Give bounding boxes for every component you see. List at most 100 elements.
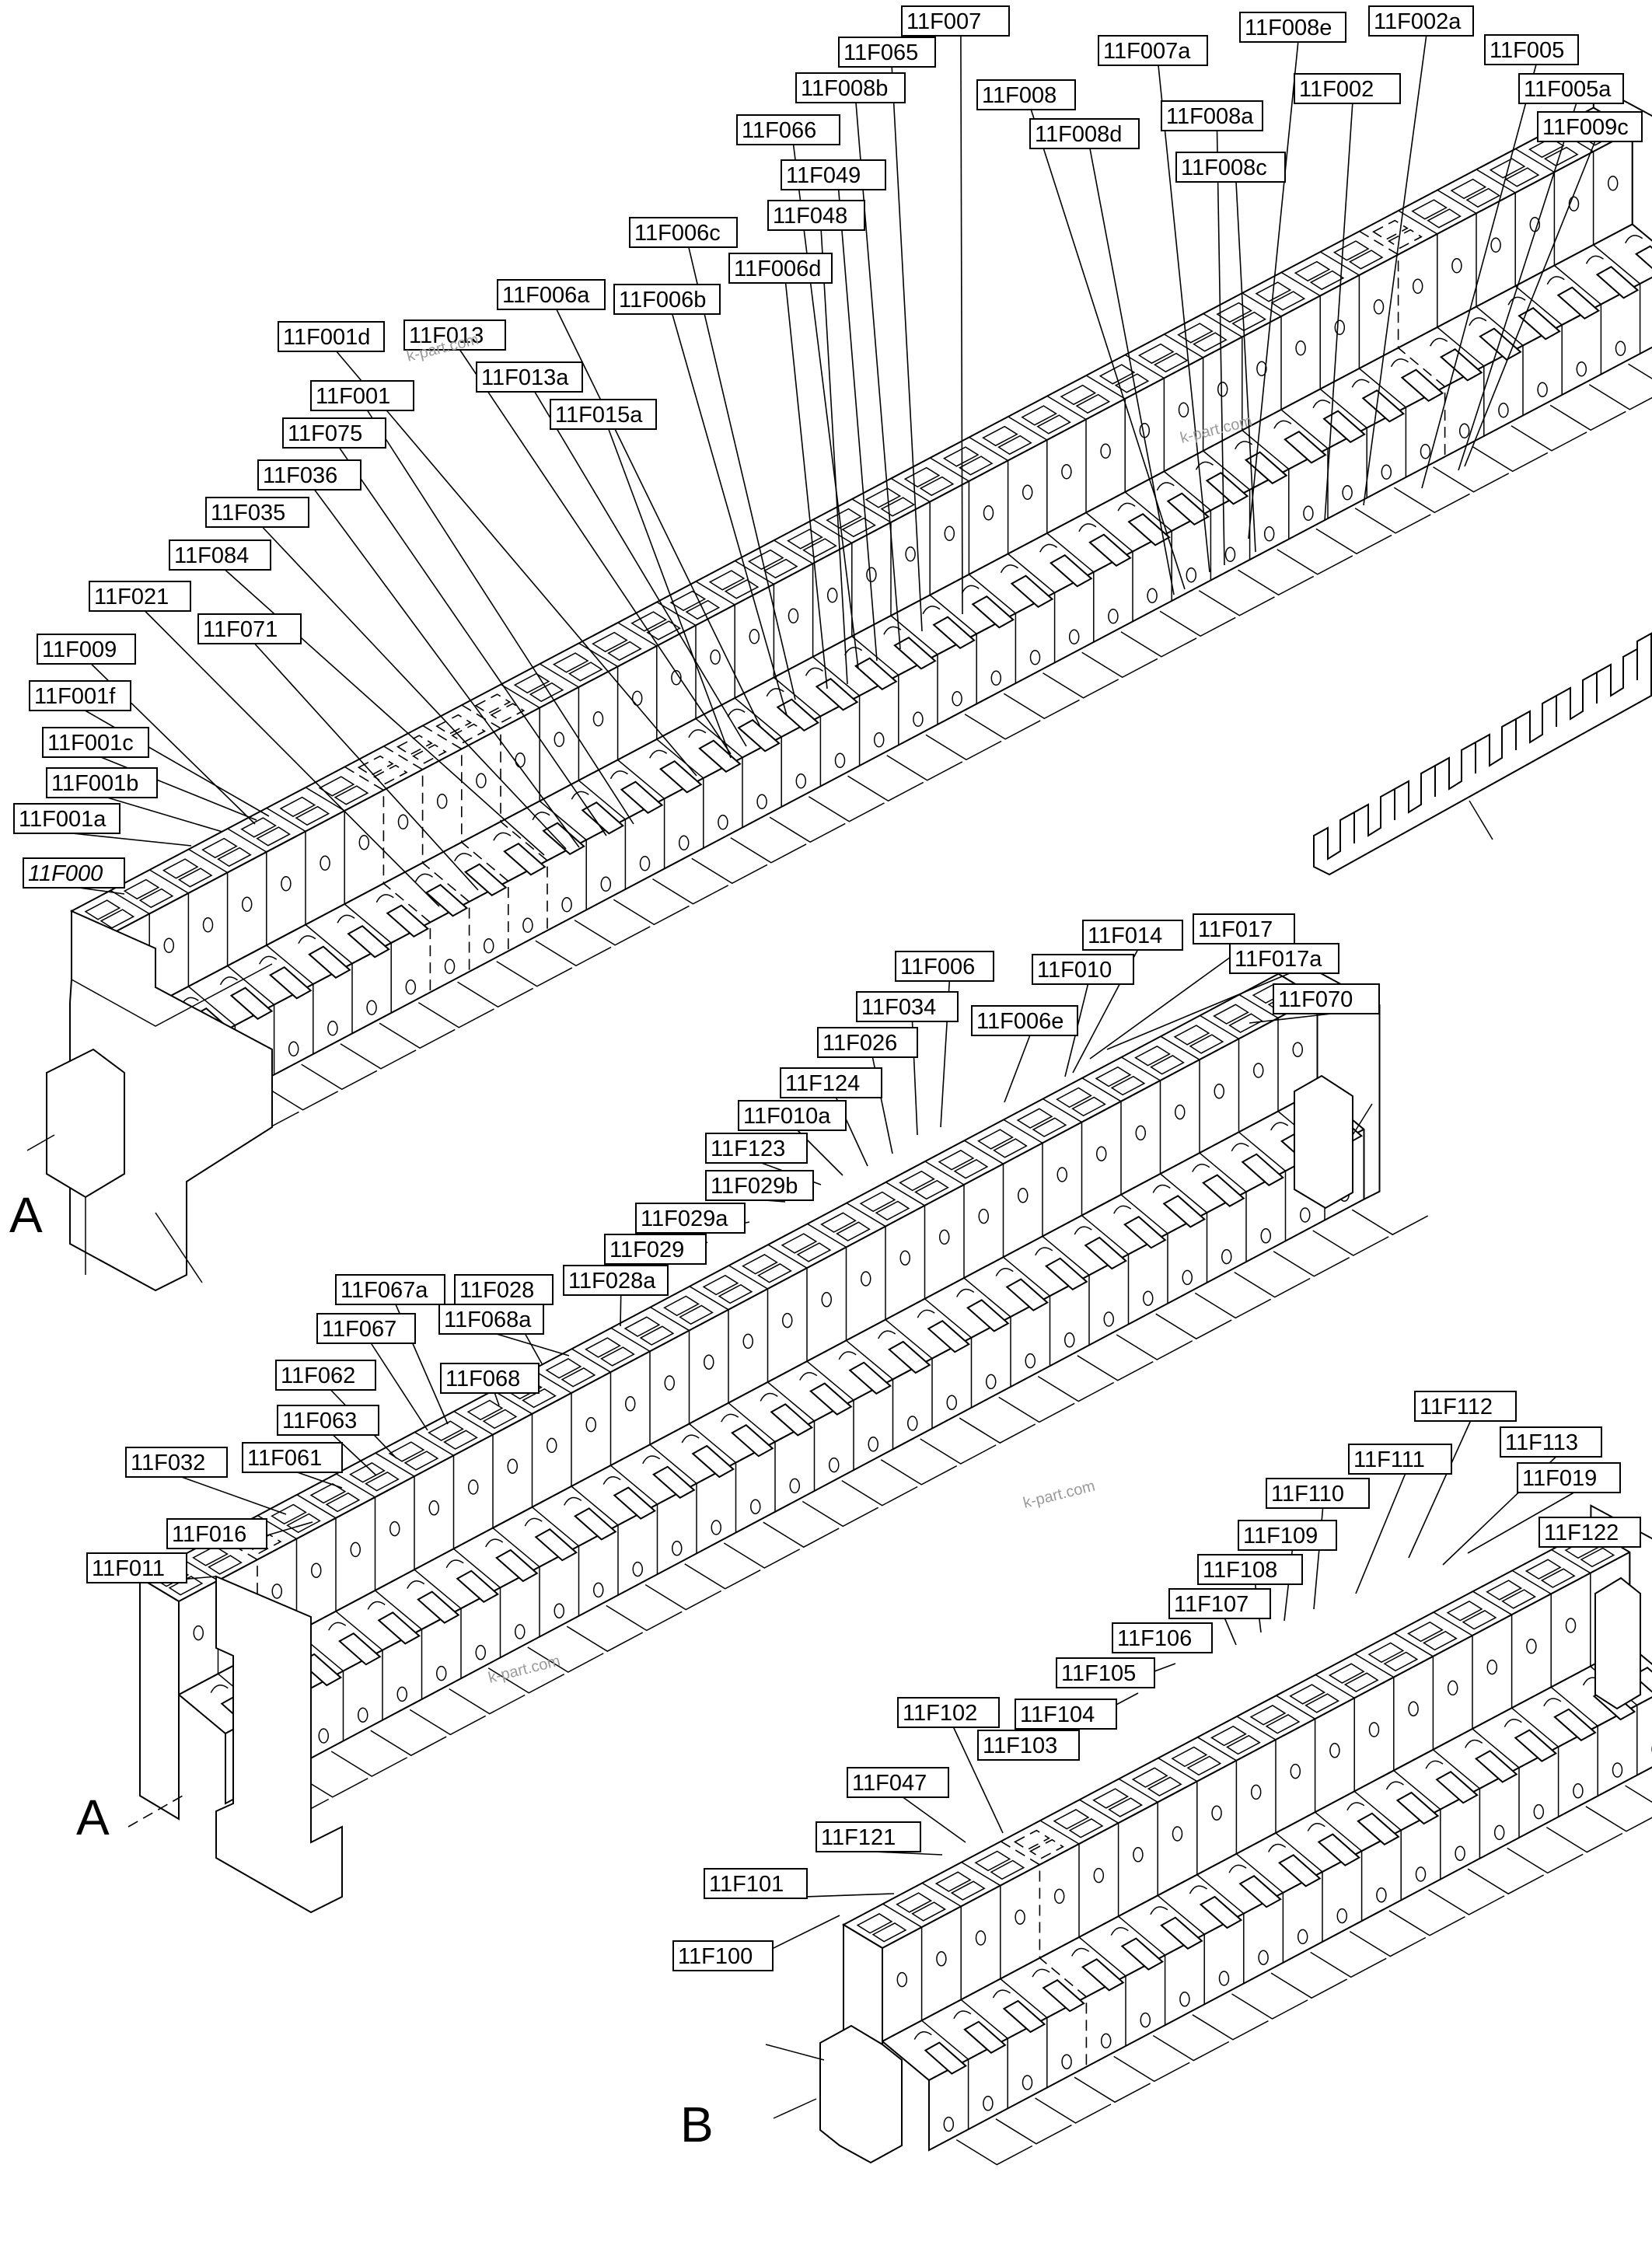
callout-label: 11F008b [801, 76, 888, 101]
leader-11f111 [1355, 1473, 1406, 1594]
callout-11f008b: 11F008b [795, 72, 906, 103]
callout-label: 11F001c [47, 731, 134, 756]
callout-11f021: 11F021 [89, 581, 191, 612]
callout-11f007: 11F007 [901, 5, 1010, 37]
leader-11f001a [72, 833, 192, 847]
callout-label: 11F067a [341, 1278, 428, 1303]
callout-11f049: 11F049 [781, 159, 886, 190]
callout-label: 11F063 [282, 1409, 357, 1433]
callout-11f112: 11F112 [1414, 1391, 1517, 1422]
callout-11f013: 11F013 [403, 319, 506, 351]
end-connectors [765, 1074, 1641, 2164]
callout-11f102: 11F102 [897, 1697, 1000, 1728]
callout-11f103: 11F103 [977, 1730, 1080, 1761]
busbar-shape [1313, 632, 1652, 876]
callout-label: 11F102 [903, 1701, 977, 1726]
callout-label: 11F104 [1020, 1702, 1095, 1727]
callout-label: 11F062 [281, 1363, 355, 1388]
callout-11f071: 11F071 [197, 613, 302, 644]
callout-label: 11F006b [619, 288, 706, 312]
callout-label: 11F028 [459, 1278, 534, 1303]
callout-label: 11F122 [1544, 1521, 1619, 1545]
callout-label: 11F110 [1271, 1482, 1344, 1507]
callout-11f101: 11F101 [704, 1868, 808, 1899]
callout-label: 11F061 [247, 1446, 322, 1471]
callout-11f124: 11F124 [780, 1067, 882, 1098]
fuse-strips [26, 82, 1652, 2166]
leader-11f047 [903, 1796, 966, 1843]
callout-label: 11F108 [1203, 1558, 1277, 1583]
leader-11f008d [1089, 148, 1175, 595]
callout-11f067: 11F067 [316, 1313, 416, 1344]
callout-label: 11F107 [1174, 1592, 1249, 1617]
callout-11f000: 11F000 [23, 857, 125, 889]
leader-11f008e [1248, 41, 1299, 539]
callout-11f106: 11F106 [1112, 1622, 1213, 1653]
busbar-comb [1313, 632, 1652, 876]
callout-11f065: 11F065 [838, 37, 936, 68]
callout-label: 11F048 [773, 204, 847, 229]
section-letter-b: B [680, 2097, 714, 2153]
callout-label: 11F029a [641, 1206, 728, 1231]
callout-label: 11F013a [481, 365, 569, 390]
callout-label: 11F000 [28, 861, 103, 886]
leader-11f008c [1235, 181, 1256, 553]
leader-11f006c [688, 246, 796, 700]
callout-11f006a: 11F006a [497, 279, 606, 310]
callout-label: 11F034 [861, 995, 936, 1020]
callout-label: 11F005 [1490, 38, 1564, 63]
callout-11f009c: 11F009c [1537, 111, 1643, 142]
callout-11f008: 11F008 [976, 79, 1076, 110]
callout-label: 11F002 [1299, 77, 1374, 102]
leader-11f007 [960, 35, 963, 615]
callout-11f002a: 11F002a [1368, 5, 1474, 37]
callout-label: 11F019 [1522, 1466, 1597, 1491]
callout-label: 11F067 [322, 1317, 396, 1342]
callout-label: 11F101 [709, 1872, 784, 1897]
leader-11f001 [366, 410, 634, 825]
callout-label: 11F006 [900, 955, 975, 979]
callout-11f068: 11F068 [440, 1363, 540, 1394]
section-letter-a-middle: A [76, 1789, 110, 1845]
callout-label: 11F029 [609, 1238, 684, 1262]
callout-label: 11F029b [711, 1174, 798, 1199]
callout-11f008a: 11F008a [1161, 100, 1263, 131]
callout-11f010: 11F010 [1032, 954, 1134, 985]
callout-label: 11F068 [445, 1367, 520, 1391]
leader-11f013 [459, 349, 732, 755]
leader-11f019 [1467, 1492, 1574, 1554]
leader-11f008b [855, 102, 901, 650]
callout-label: 11F005a [1524, 77, 1612, 102]
callout-11f019: 11F019 [1517, 1462, 1621, 1493]
leader-11f070 [1249, 1013, 1332, 1024]
end-block-top [26, 910, 273, 1292]
callout-11f008e: 11F008e [1239, 12, 1346, 43]
callout-11f013a: 11F013a [476, 361, 583, 393]
callout-label: 11F035 [211, 501, 285, 525]
leader-11f006e [1004, 1035, 1031, 1103]
leader-11f005a [1458, 103, 1577, 471]
callout-label: 11F068a [444, 1308, 532, 1332]
callout-11f001c: 11F001c [42, 727, 149, 758]
leader-11f102 [952, 1727, 1004, 1834]
callout-11f014: 11F014 [1082, 920, 1183, 951]
leader-11f007a [1158, 65, 1210, 573]
callout-11f113: 11F113 [1500, 1426, 1602, 1458]
leader-11f035 [262, 526, 567, 850]
leader-11f000 [79, 887, 125, 895]
callout-11f006c: 11F006c [629, 217, 738, 248]
callout-label: 11F008d [1035, 122, 1122, 147]
callout-11f036: 11F036 [257, 459, 361, 491]
callout-11f026: 11F026 [817, 1027, 918, 1058]
section-letter-a-top: A [9, 1187, 43, 1243]
callout-11f032: 11F032 [125, 1447, 228, 1478]
leader-11f061 [297, 1472, 343, 1489]
leader-11f063 [332, 1434, 377, 1476]
leader-11f048 [820, 229, 848, 685]
callout-11f006b: 11F006b [613, 284, 721, 315]
callout-label: 11F103 [983, 1734, 1057, 1758]
callout-11f068a: 11F068a [438, 1304, 544, 1335]
callout-label: 11F066 [742, 118, 816, 143]
leader-11f008a [1216, 130, 1225, 566]
